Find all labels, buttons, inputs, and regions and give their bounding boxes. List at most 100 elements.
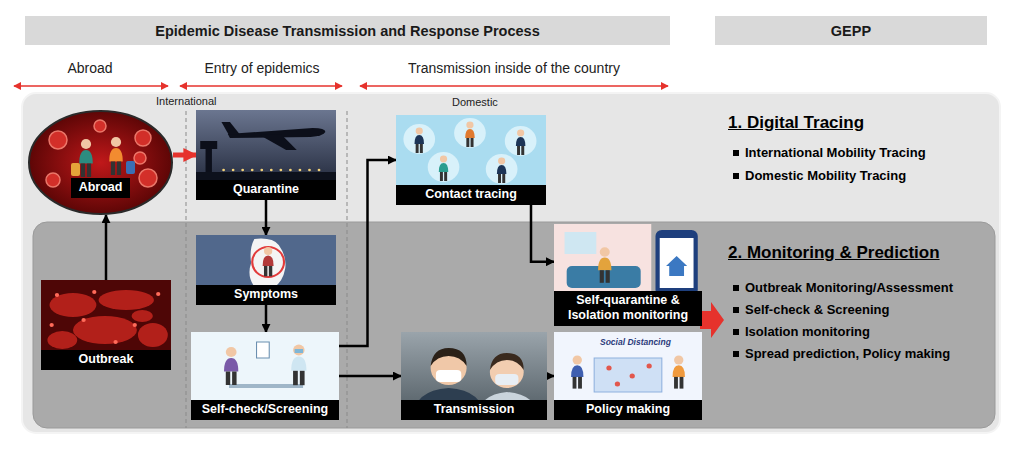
person-head xyxy=(81,139,91,149)
distance-circle xyxy=(486,154,518,184)
inner-panel xyxy=(33,222,995,428)
person-leg xyxy=(81,164,85,178)
person-head xyxy=(674,356,683,365)
person-leg xyxy=(674,377,678,389)
bullet-square xyxy=(733,307,739,313)
map-pin xyxy=(606,366,611,371)
image-panel: Self-check/Screening xyxy=(191,332,339,420)
outbreak-spot xyxy=(132,310,153,322)
map-pin xyxy=(615,382,620,387)
person-leg xyxy=(269,266,272,276)
flow-arrow xyxy=(105,215,108,280)
light xyxy=(251,169,254,172)
header-title: Epidemic Disease Transmission and Respon… xyxy=(155,23,539,39)
person-head xyxy=(600,247,610,257)
person-leg xyxy=(573,377,577,389)
zone-divider xyxy=(347,111,348,428)
bullet-item: Domestic Mobility Tracing xyxy=(745,168,906,184)
distance-circle xyxy=(428,152,460,182)
person-body xyxy=(598,258,611,271)
person-body xyxy=(571,365,583,377)
outbreak-dot xyxy=(113,340,117,344)
ground xyxy=(191,332,339,420)
person-body xyxy=(79,150,93,164)
hair xyxy=(490,353,524,370)
person-head xyxy=(498,158,505,165)
map xyxy=(249,239,285,289)
caption-label: Abroad xyxy=(71,178,131,198)
light xyxy=(232,169,235,172)
outbreak-spot xyxy=(47,331,77,349)
header-band: GEPP xyxy=(715,16,987,45)
virus xyxy=(139,169,157,187)
plane xyxy=(260,134,297,150)
flow-arrow xyxy=(339,375,401,378)
outbreak-dot xyxy=(50,323,54,327)
caption-label: Self-quarantine & Isolation monitoring xyxy=(554,291,702,326)
person-head xyxy=(111,137,121,147)
person-leg xyxy=(420,144,423,153)
outbreak-spot xyxy=(138,323,168,347)
bullet-item: Outbreak Monitoring/Assessment xyxy=(745,280,953,296)
map-pin xyxy=(647,364,652,369)
bullet-item: Isolation monitoring xyxy=(745,324,870,340)
suitcase xyxy=(126,161,135,174)
outbreak-dot xyxy=(156,292,160,296)
tower xyxy=(200,141,217,149)
plane xyxy=(221,122,239,135)
bullet-square xyxy=(733,351,739,357)
person-leg xyxy=(502,174,505,183)
bullet-item: International Mobility Tracing xyxy=(745,145,926,161)
outbreak-dot xyxy=(133,323,137,327)
light xyxy=(241,169,244,172)
person-body xyxy=(439,163,449,172)
outer-panel xyxy=(22,93,1000,433)
ground xyxy=(554,332,702,420)
person-head xyxy=(573,356,582,365)
distance-circle xyxy=(454,118,486,148)
window xyxy=(565,232,597,254)
caption-label: Self-check/Screening xyxy=(191,400,339,420)
light xyxy=(260,169,263,172)
bullet-item: Spread prediction, Policy making xyxy=(745,346,950,362)
person-body xyxy=(109,148,123,162)
ground xyxy=(196,235,336,305)
scope-label: International xyxy=(156,95,217,108)
person-body xyxy=(465,129,475,138)
person-leg xyxy=(440,172,443,181)
desk xyxy=(229,384,303,388)
image-panel: Outbreak xyxy=(41,280,171,370)
person-leg xyxy=(264,266,267,276)
person-leg xyxy=(232,372,236,386)
outbreak-spot xyxy=(50,293,97,317)
header-title: GEPP xyxy=(831,23,871,39)
outbreak-dot xyxy=(92,290,96,294)
person-leg xyxy=(117,162,121,176)
hair xyxy=(431,348,467,366)
bullet-square xyxy=(733,329,739,335)
section-heading: 2. Monitoring & Prediction xyxy=(728,243,940,263)
distance-circle xyxy=(403,124,435,154)
home-icon xyxy=(666,256,687,276)
person-leg xyxy=(87,164,91,178)
section-heading: 1. Digital Tracing xyxy=(728,113,864,133)
person-leg xyxy=(680,377,684,389)
ground xyxy=(401,332,547,420)
header-band: Epidemic Disease Transmission and Respon… xyxy=(25,16,670,45)
virus xyxy=(134,152,146,164)
person-leg xyxy=(226,372,230,386)
person-leg xyxy=(466,138,469,147)
zone-label: Transmission inside of the country xyxy=(408,60,620,77)
flow-arrow xyxy=(531,205,554,262)
person-leg xyxy=(517,146,520,155)
flow-arrow xyxy=(265,200,268,235)
world-ellipse xyxy=(29,111,172,214)
virus xyxy=(94,120,106,132)
person-leg xyxy=(300,371,305,385)
mask xyxy=(295,349,303,353)
mask xyxy=(495,374,518,385)
caption-label: Symptoms xyxy=(196,285,336,305)
phone-screen xyxy=(660,238,694,288)
image-panel: Self-quarantine & Isolation monitoring xyxy=(554,224,702,326)
person-leg xyxy=(444,172,447,181)
